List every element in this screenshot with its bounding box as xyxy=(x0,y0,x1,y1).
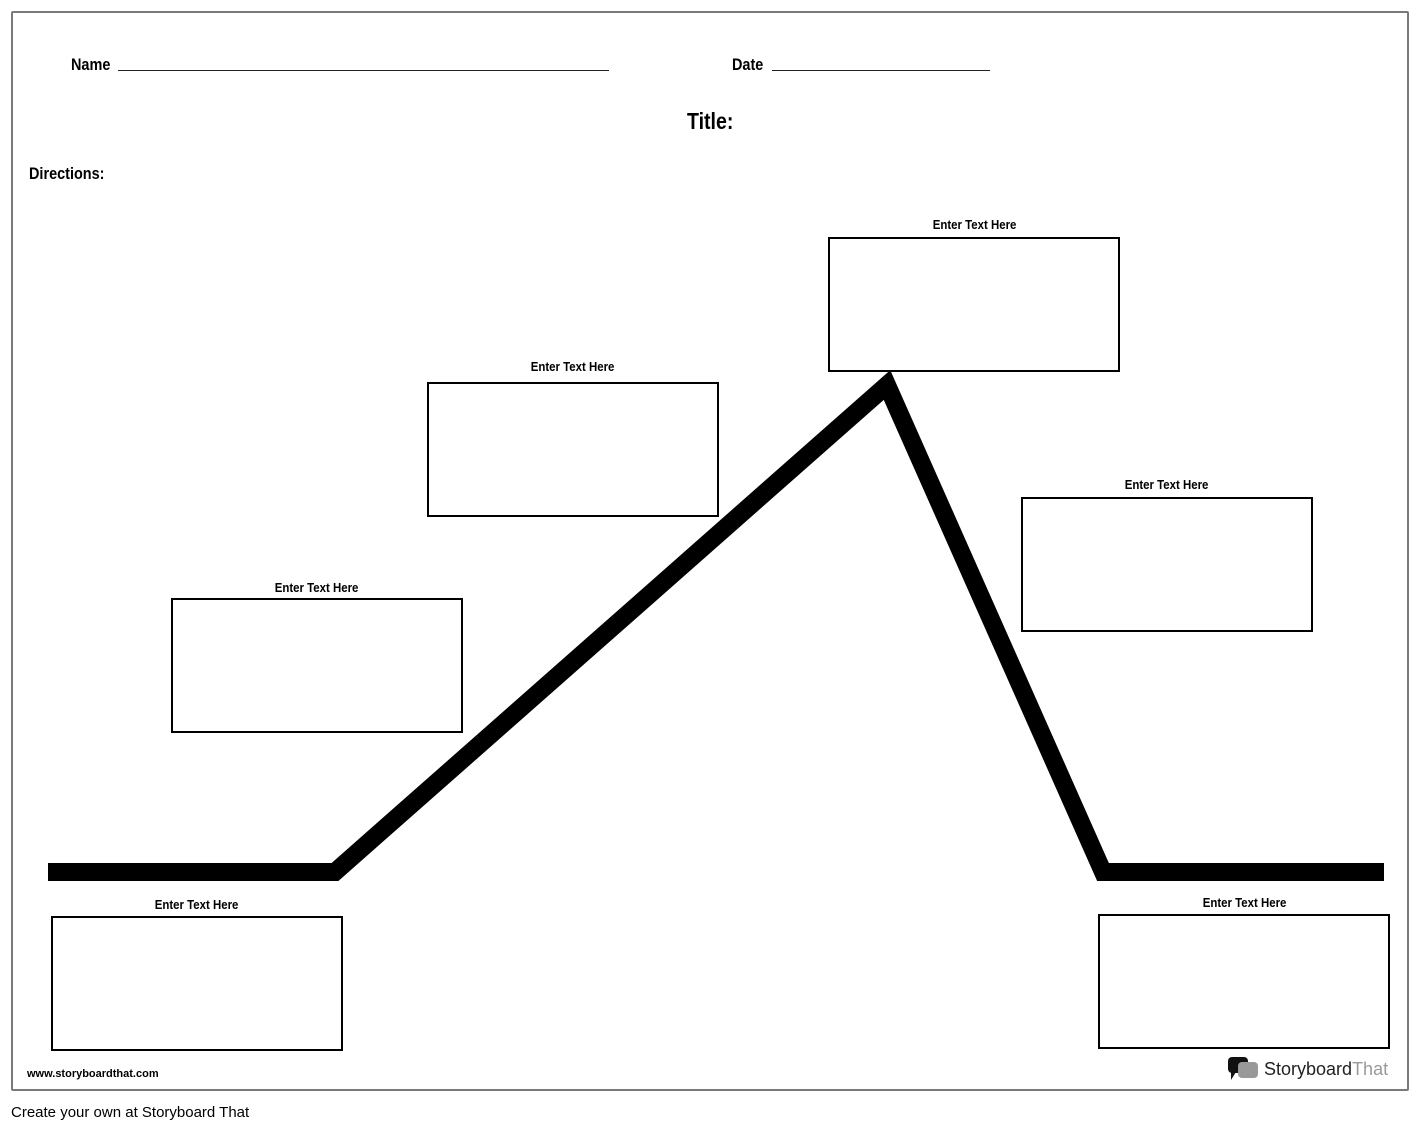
website-url: www.storyboardthat.com xyxy=(27,1068,159,1080)
storyboardthat-logo: StoryboardThat xyxy=(1228,1056,1388,1082)
resolution-text-box[interactable] xyxy=(1098,914,1390,1049)
create-your-own-link[interactable]: Create your own at Storyboard That xyxy=(11,1104,250,1121)
date-line[interactable] xyxy=(772,70,990,71)
rising-action-text-box[interactable] xyxy=(427,382,719,517)
falling-action-label: Enter Text Here xyxy=(1125,477,1209,492)
rising-action-label: Enter Text Here xyxy=(531,359,615,374)
speech-bubbles-icon xyxy=(1228,1057,1258,1080)
worksheet-frame xyxy=(11,11,1409,1091)
exposition-text-box[interactable] xyxy=(51,916,343,1051)
name-label: Name xyxy=(71,55,111,74)
conflict-text-box[interactable] xyxy=(171,598,463,733)
date-label: Date xyxy=(732,55,764,74)
exposition-label: Enter Text Here xyxy=(155,897,239,912)
conflict-label: Enter Text Here xyxy=(275,580,359,595)
resolution-label: Enter Text Here xyxy=(1203,895,1287,910)
plot-line xyxy=(48,370,1384,881)
climax-text-box[interactable] xyxy=(828,237,1120,372)
directions-label: Directions: xyxy=(29,164,105,183)
climax-label: Enter Text Here xyxy=(933,217,1017,232)
name-line[interactable] xyxy=(118,70,609,71)
title-label: Title: xyxy=(687,108,734,134)
falling-action-text-box[interactable] xyxy=(1021,497,1313,632)
